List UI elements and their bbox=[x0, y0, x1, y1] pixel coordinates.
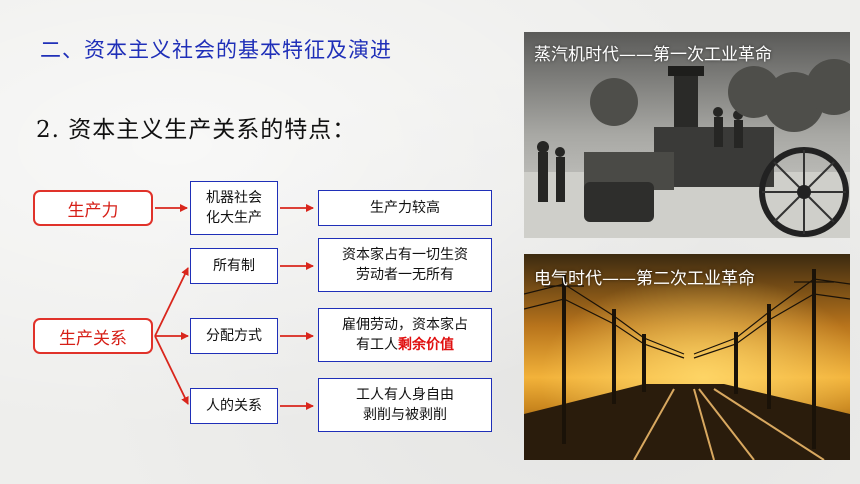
steam-engine-photo: 蒸汽机时代——第一次工业革命 bbox=[524, 32, 850, 238]
people-label: 人的关系 bbox=[206, 398, 262, 414]
productivity-level-text: 生产力较高 bbox=[370, 200, 440, 216]
distribution-label: 分配方式 bbox=[206, 328, 262, 344]
surplus-value-highlight: 剩余价值 bbox=[398, 337, 454, 353]
machine-label: 机器社会 化大生产 bbox=[206, 190, 262, 226]
productivity-box: 生产力 bbox=[33, 190, 153, 226]
people-box: 人的关系 bbox=[190, 388, 278, 424]
ownership-desc-box: 资本家占有一切生资 劳动者一无所有 bbox=[318, 238, 492, 292]
distribution-desc-text: 雇佣劳动，资本家占 有工人剩余价值 bbox=[342, 315, 468, 355]
ownership-desc-text: 资本家占有一切生资 劳动者一无所有 bbox=[342, 247, 468, 283]
machine-box: 机器社会 化大生产 bbox=[190, 181, 278, 235]
people-desc-text: 工人有人身自由 剥削与被剥削 bbox=[356, 387, 454, 423]
relations-label: 生产关系 bbox=[59, 328, 127, 349]
steam-engine-illustration bbox=[524, 32, 850, 238]
ownership-box: 所有制 bbox=[190, 248, 278, 284]
productivity-label: 生产力 bbox=[67, 200, 119, 221]
electric-era-caption: 电气时代——第二次工业革命 bbox=[534, 269, 755, 289]
section-title: 二、资本主义社会的基本特征及演进 bbox=[40, 38, 392, 62]
productivity-level-box: 生产力较高 bbox=[318, 190, 492, 226]
arrow-relations-people bbox=[154, 335, 189, 405]
subtitle: 2. 资本主义生产关系的特点： bbox=[36, 117, 357, 143]
distribution-desc-pre: 雇佣劳动，资本家占 有工人 bbox=[342, 317, 468, 353]
electric-railway-photo: 电气时代——第二次工业革命 bbox=[524, 254, 850, 460]
distribution-box: 分配方式 bbox=[190, 318, 278, 354]
ownership-label: 所有制 bbox=[213, 258, 255, 274]
relations-box: 生产关系 bbox=[33, 318, 153, 354]
arrow-relations-ownership bbox=[154, 267, 189, 337]
electric-railway-illustration bbox=[524, 254, 850, 460]
distribution-desc-box: 雇佣劳动，资本家占 有工人剩余价值 bbox=[318, 308, 492, 362]
steam-era-caption: 蒸汽机时代——第一次工业革命 bbox=[534, 45, 772, 65]
people-desc-box: 工人有人身自由 剥削与被剥削 bbox=[318, 378, 492, 432]
